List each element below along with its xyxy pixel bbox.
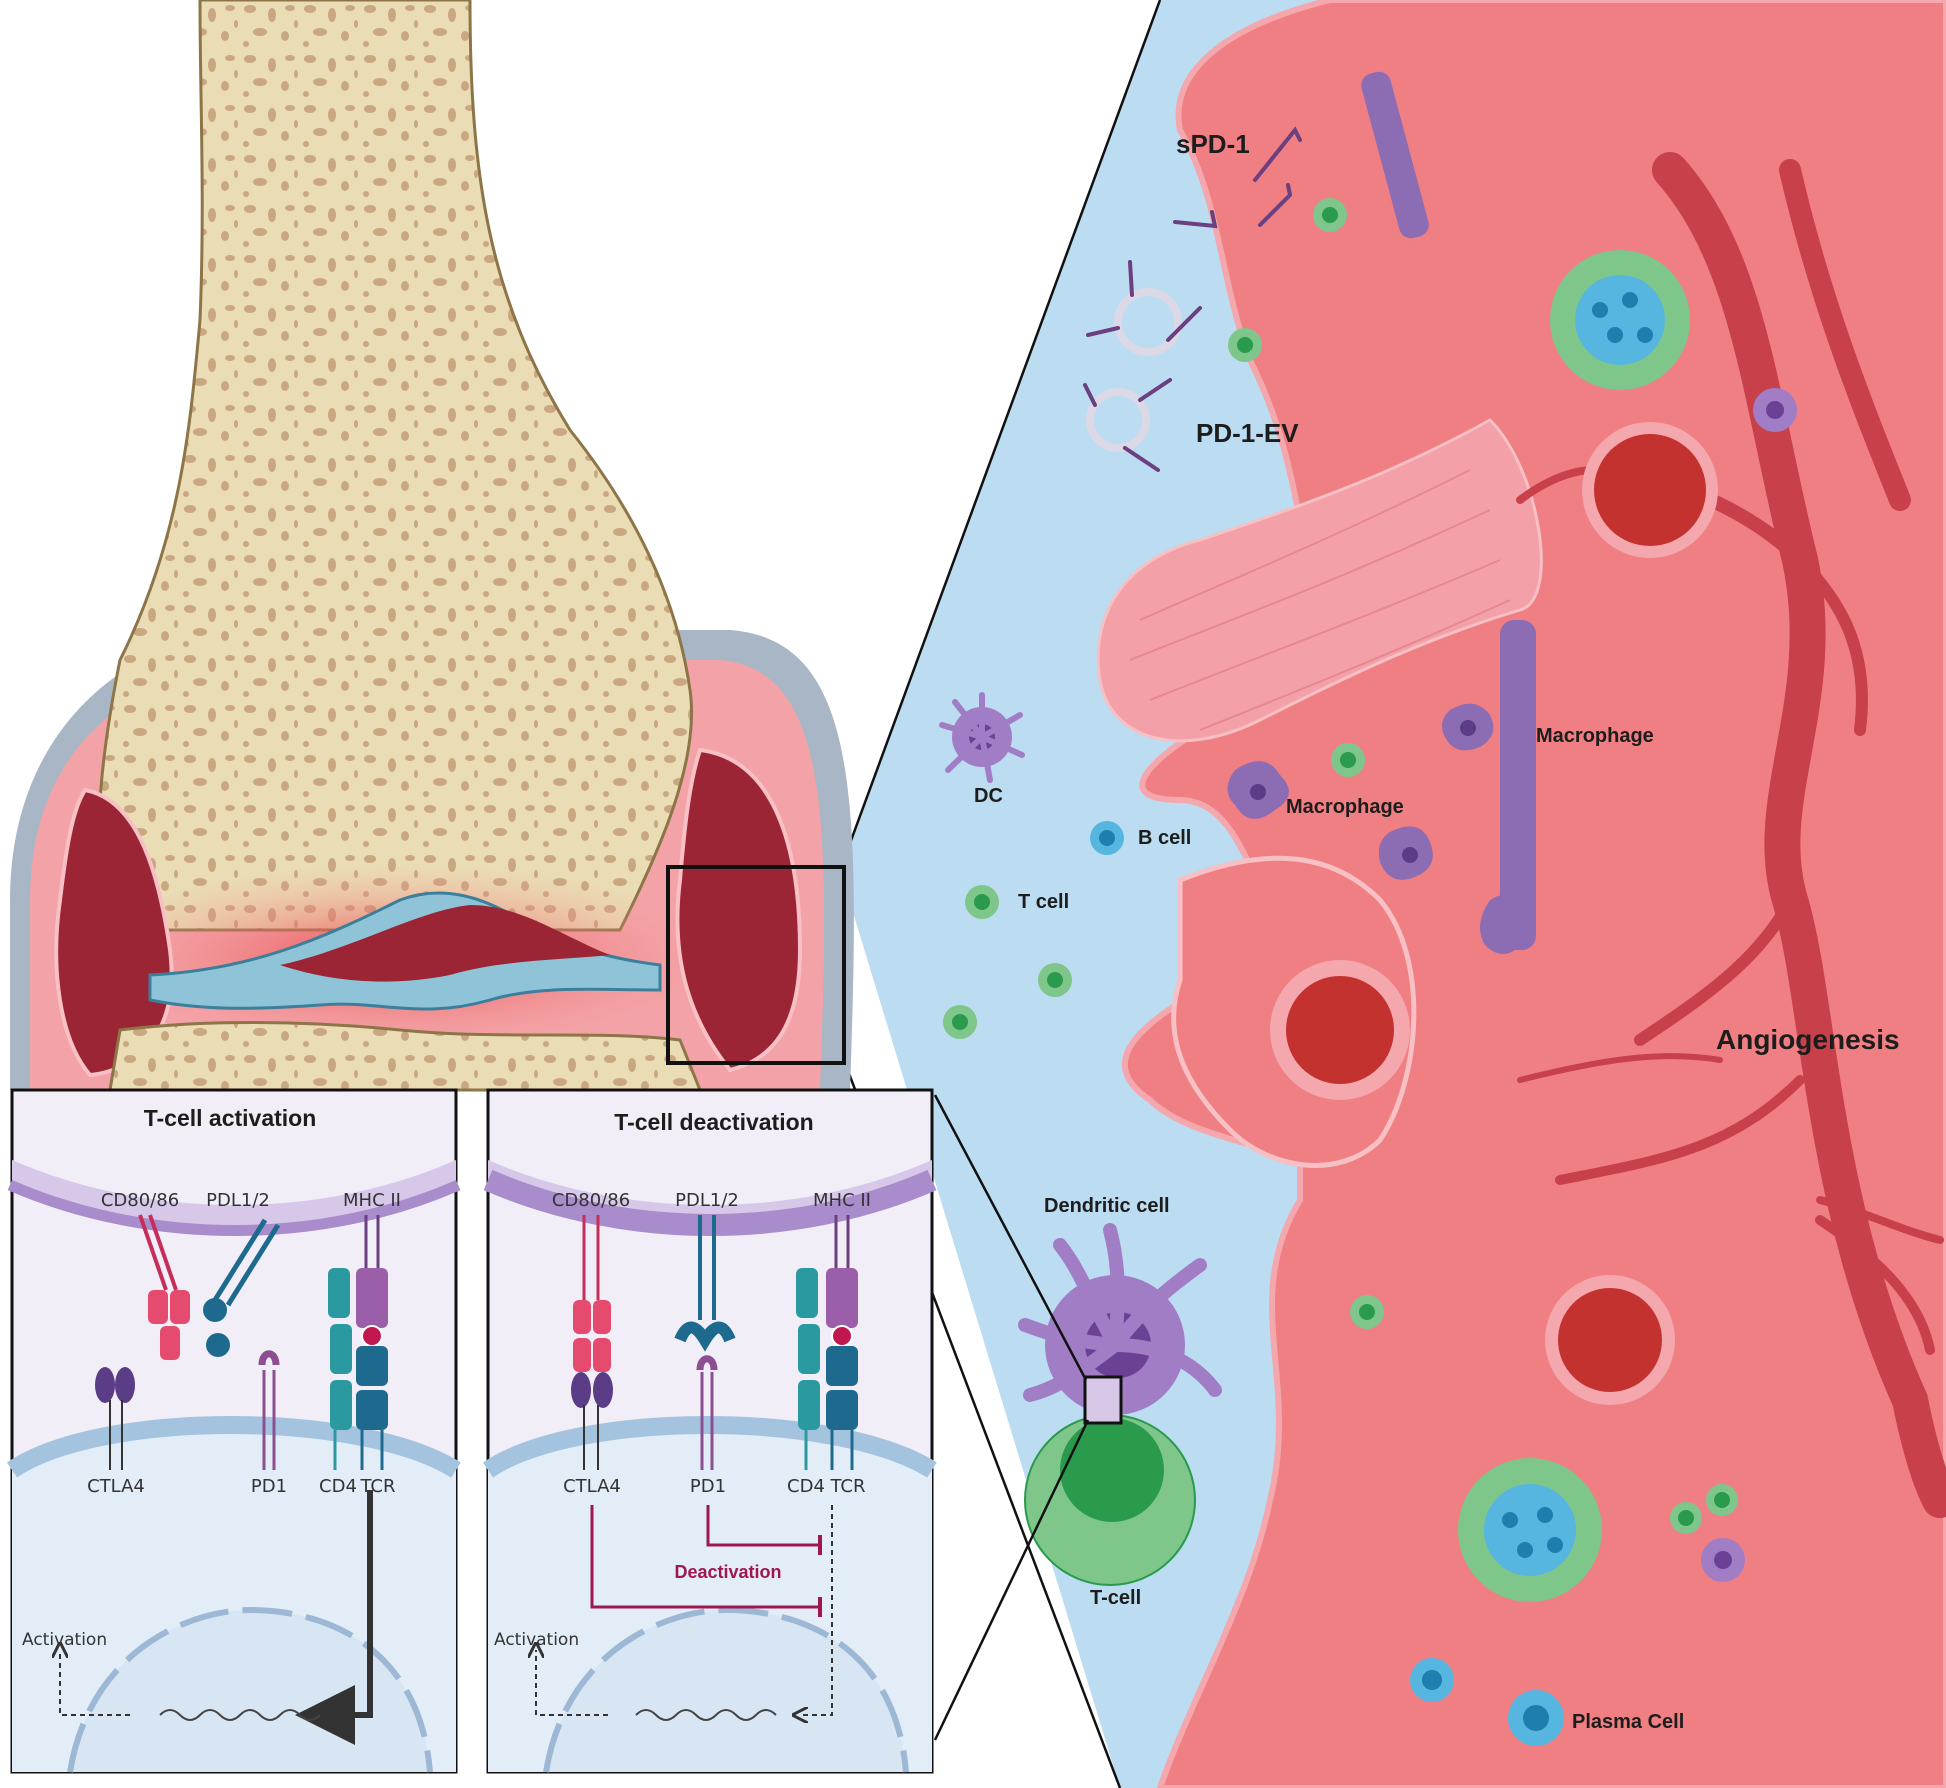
deactivation-pd1-label: PD1 xyxy=(690,1476,726,1497)
deactivation-panel-title: T-cell deactivation xyxy=(614,1109,813,1135)
plasma-cell-label: Plasma Cell xyxy=(1572,1711,1684,1733)
b-cell-label: B cell xyxy=(1138,827,1191,849)
deactivation-pdl-label: PDL1/2 xyxy=(675,1190,739,1211)
activation-cd80-label: CD80/86 xyxy=(101,1190,179,1211)
dendritic-cell-label: Dendritic cell xyxy=(1044,1195,1170,1217)
activation-panel-title: T-cell activation xyxy=(144,1105,317,1131)
activation-pd1-label: PD1 xyxy=(251,1476,287,1497)
spd1-molecules xyxy=(1173,126,1302,229)
angiogenesis-label: Angiogenesis xyxy=(1716,1024,1900,1055)
deactivation-cd4-label: CD4 xyxy=(787,1476,825,1497)
t-cells-fluid xyxy=(943,198,1738,1534)
t-cell-big-label: T-cell xyxy=(1090,1587,1141,1609)
deactivation-mhc-label: MHC II xyxy=(813,1190,871,1211)
activation-receptors xyxy=(95,1214,388,1470)
activation-activation-label: Activation xyxy=(22,1630,107,1650)
vessel-cross-sections xyxy=(1270,422,1718,1405)
panel-deactivation: T-cell deactivation CD80/86 PDL1/2 MHC I… xyxy=(482,1088,937,1774)
spd1-label: sPD-1 xyxy=(1176,129,1250,159)
activation-mhc-label: MHC II xyxy=(343,1190,401,1211)
macrophage-icons xyxy=(1227,71,1536,954)
activation-cd4-label: CD4 xyxy=(319,1476,357,1497)
dendritic-cell-synapse xyxy=(1018,1223,1222,1586)
activation-pdl-label: PDL1/2 xyxy=(206,1190,270,1211)
pd1-ev-vesicles xyxy=(1083,260,1202,472)
lymphoid-aggregate-top xyxy=(1550,250,1690,390)
deactivation-activation-label: Activation xyxy=(494,1630,579,1650)
b-cell-fluid xyxy=(1090,821,1124,855)
deactivation-tcr-label: TCR xyxy=(829,1476,865,1497)
pd1-ev-label: PD-1-EV xyxy=(1196,418,1299,448)
plasma-cell-icons xyxy=(1410,1658,1564,1746)
macrophage-label-1: Macrophage xyxy=(1286,796,1404,818)
activation-tcr-label: TCR xyxy=(359,1476,395,1497)
joint-illustration xyxy=(10,0,854,1092)
panel-activation: T-cell activation CD80/86 PDL1/2 MHC II … xyxy=(6,1088,461,1774)
dc-tissue-icons xyxy=(1701,388,1797,1582)
lymphoid-aggregate-bottom xyxy=(1458,1458,1602,1602)
t-cell-label: T cell xyxy=(1018,891,1069,913)
dc-cell-icon xyxy=(939,692,1025,783)
synovium-zoom-panel xyxy=(840,0,1946,1788)
activation-ctla4-label: CTLA4 xyxy=(87,1476,145,1497)
deactivation-label: Deactivation xyxy=(674,1562,781,1582)
macrophage-label-2: Macrophage xyxy=(1536,725,1654,747)
dc-label: DC xyxy=(974,785,1003,807)
deactivation-receptors xyxy=(571,1215,858,1470)
deactivation-cd80-label: CD80/86 xyxy=(552,1190,630,1211)
joint-zoom-box xyxy=(666,865,846,1065)
deactivation-ctla4-label: CTLA4 xyxy=(563,1476,621,1497)
